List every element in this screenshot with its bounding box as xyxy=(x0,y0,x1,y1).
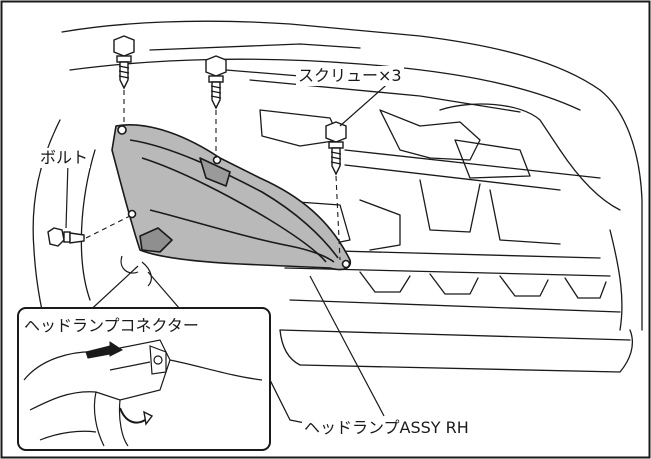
headlamp-label: ヘッドランプASSY RH xyxy=(302,418,471,438)
bolt-icon xyxy=(47,227,85,247)
screws-label: スクリュー×3 xyxy=(296,66,404,86)
connector-inset xyxy=(17,307,271,451)
push-arrow xyxy=(85,341,123,359)
headlamp-assembly xyxy=(111,124,352,271)
connector-label: ヘッドランプコネクター xyxy=(24,316,199,335)
vehicle-front-end xyxy=(32,20,643,431)
screw-icon xyxy=(113,35,135,90)
bolt-label: ボルト xyxy=(38,148,91,168)
screw-icon xyxy=(205,55,227,110)
installation-paths xyxy=(85,90,341,261)
screw-icon xyxy=(325,121,347,176)
